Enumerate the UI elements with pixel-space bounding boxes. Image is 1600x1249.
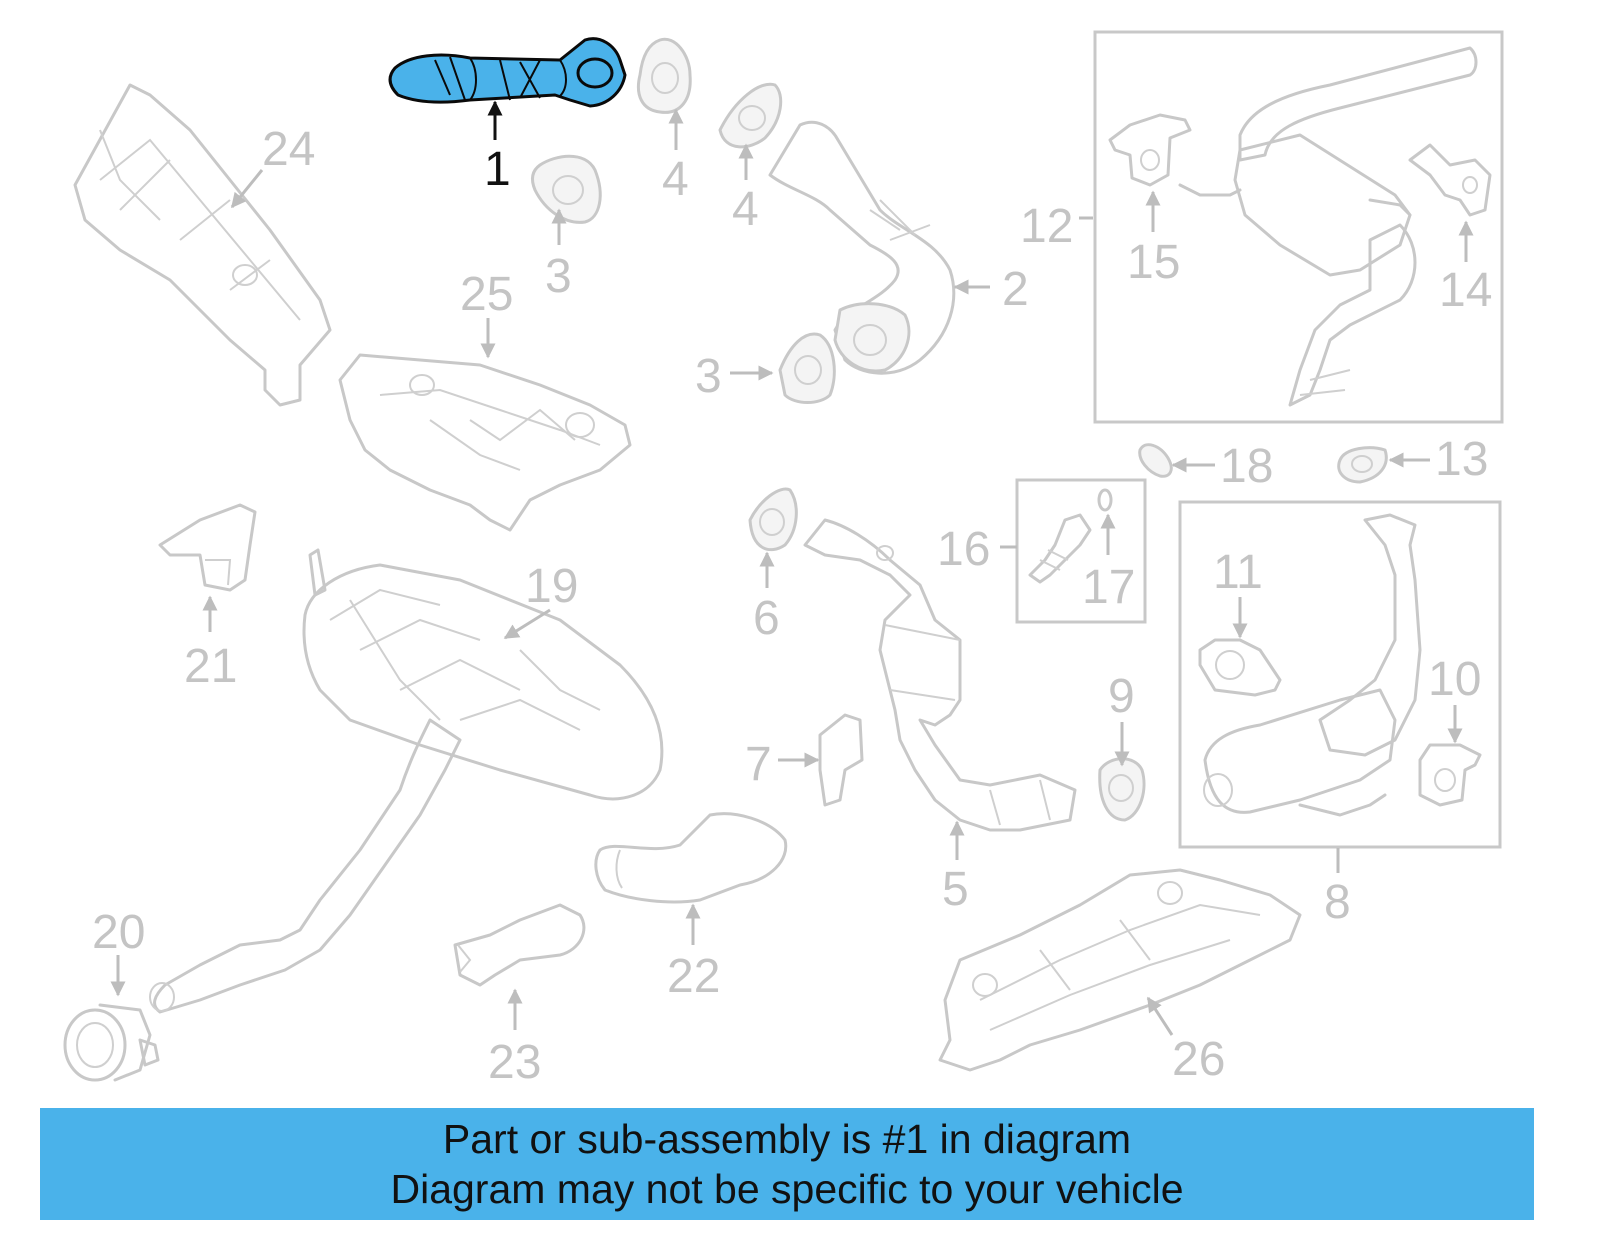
assembly-8-box	[1178, 500, 1502, 849]
part-23-hanger[interactable]	[453, 903, 586, 987]
part-8-muffler-assembly[interactable]	[1203, 513, 1422, 817]
part-25-heat-shield[interactable]	[338, 353, 632, 532]
callout-24[interactable]: 24	[262, 123, 315, 176]
part-26-heat-shield[interactable]	[938, 868, 1302, 1072]
callout-20[interactable]: 20	[92, 906, 145, 959]
callout-4-b[interactable]: 4	[732, 183, 759, 236]
part-13-gasket[interactable]	[1337, 446, 1388, 484]
part-7-bracket[interactable]	[818, 713, 864, 807]
callout-2[interactable]: 2	[1002, 263, 1029, 316]
callout-8[interactable]: 8	[1324, 876, 1351, 929]
part-20-clamp[interactable]	[63, 1003, 160, 1082]
callout-25[interactable]: 25	[460, 268, 513, 321]
banner-line-2: Diagram may not be specific to your vehi…	[390, 1166, 1184, 1212]
callout-4-a[interactable]: 4	[662, 153, 689, 206]
part-6-gasket[interactable]	[748, 487, 798, 552]
part-9-gasket[interactable]	[1098, 757, 1146, 822]
part-3-gasket-b[interactable]	[778, 332, 836, 404]
callout-13[interactable]: 13	[1435, 433, 1488, 486]
assembly-12-box	[1093, 30, 1504, 424]
part-15-hanger[interactable]	[1108, 113, 1192, 187]
part-18-gasket[interactable]	[1138, 443, 1173, 478]
part-4-gasket-b[interactable]	[718, 82, 783, 149]
callout-16[interactable]: 16	[937, 523, 990, 576]
part-22-pipe-cover[interactable]	[594, 812, 788, 904]
part-3-gasket-a[interactable]	[531, 154, 602, 224]
part-5-catalytic-converter[interactable]	[803, 518, 1077, 832]
callout-7[interactable]: 7	[745, 738, 772, 791]
callout-17[interactable]: 17	[1082, 561, 1135, 614]
callout-9[interactable]: 9	[1108, 670, 1135, 723]
callout-numbers: 1 2 3 3 4 4 5 6 7 8 9 10 11 12 13 14 15 …	[92, 123, 1492, 1089]
part-19-muffler[interactable]	[149, 548, 664, 1014]
callout-26[interactable]: 26	[1172, 1033, 1225, 1086]
part-2-exhaust-pipe[interactable]	[768, 120, 956, 375]
callout-3-b[interactable]: 3	[695, 350, 722, 403]
part-14-bracket[interactable]	[1408, 143, 1492, 217]
part-11-hanger[interactable]	[1198, 638, 1282, 697]
callout-6[interactable]: 6	[753, 592, 780, 645]
part-21-bracket[interactable]	[158, 503, 257, 592]
banner-line-1: Part or sub-assembly is #1 in diagram	[442, 1116, 1132, 1162]
part-12-muffler-assembly[interactable]	[1178, 46, 1478, 407]
part-10-hanger[interactable]	[1418, 743, 1482, 807]
callout-lines	[110, 100, 1474, 1036]
part-24-heat-shield[interactable]	[73, 83, 332, 407]
info-banner: Part or sub-assembly is #1 in diagram Di…	[40, 1108, 1534, 1220]
part-16-sensor[interactable]	[1028, 513, 1092, 584]
part-17-o-ring[interactable]	[1097, 488, 1113, 512]
callout-10[interactable]: 10	[1428, 653, 1481, 706]
callout-12[interactable]: 12	[1020, 200, 1073, 253]
callout-22[interactable]: 22	[667, 950, 720, 1003]
callout-21[interactable]: 21	[184, 640, 237, 693]
callout-19[interactable]: 19	[525, 560, 578, 613]
callout-23[interactable]: 23	[488, 1036, 541, 1089]
callout-5[interactable]: 5	[942, 863, 969, 916]
callout-14[interactable]: 14	[1439, 264, 1492, 317]
callout-1[interactable]: 1	[484, 143, 511, 196]
callout-18[interactable]: 18	[1220, 440, 1273, 493]
callout-3-a[interactable]: 3	[545, 250, 572, 303]
part-1-front-pipe[interactable]	[388, 37, 627, 108]
callout-11[interactable]: 11	[1213, 546, 1263, 599]
part-4-gasket-a[interactable]	[636, 37, 692, 114]
callout-15[interactable]: 15	[1127, 236, 1180, 289]
assembly-16-box	[1015, 478, 1147, 624]
